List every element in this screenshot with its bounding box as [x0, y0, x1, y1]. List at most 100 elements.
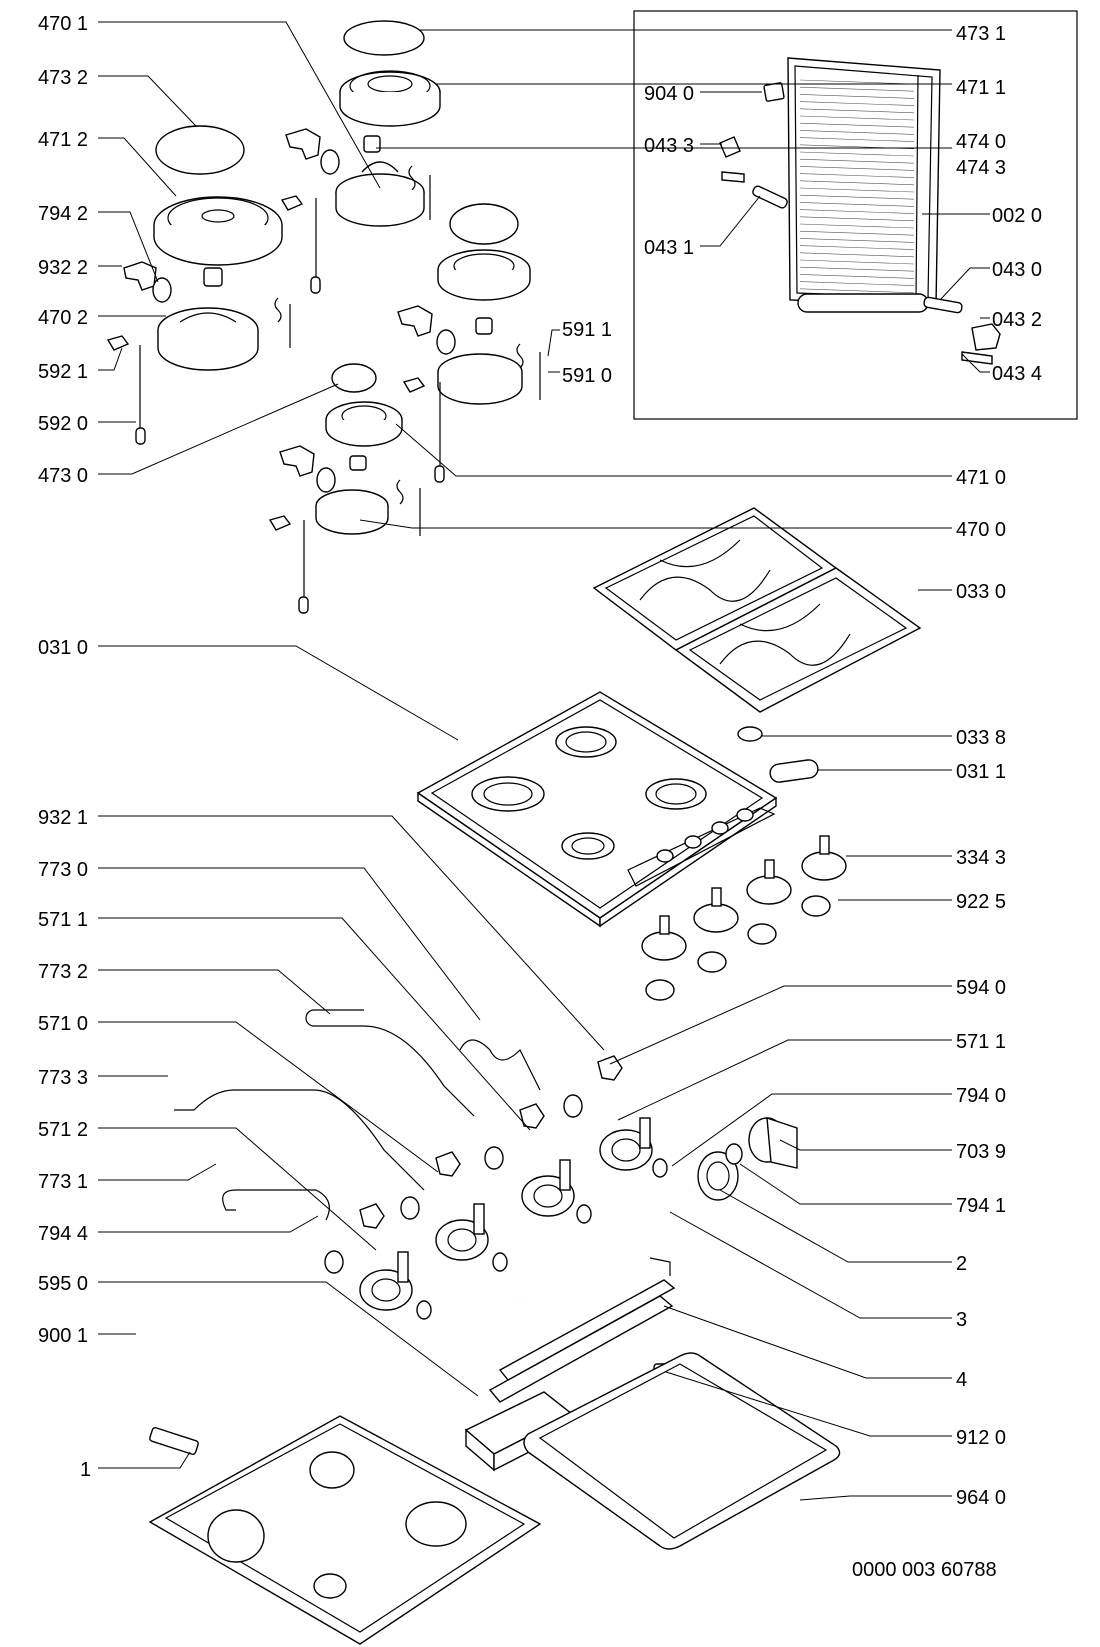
label-3: 3 — [956, 1309, 967, 1331]
seal-gasket — [523, 1352, 841, 1550]
base-tray — [148, 1415, 542, 1645]
lid-hatch-line — [799, 94, 915, 99]
grommet — [737, 726, 763, 742]
label-592-1: 592 1 — [38, 361, 88, 383]
label-471-0: 471 0 — [956, 467, 1006, 489]
clip-left — [123, 261, 157, 291]
lid-hatch-line — [799, 166, 915, 171]
gas-taps — [359, 1117, 653, 1311]
burner-body-right — [437, 353, 523, 405]
electrode-right — [516, 343, 541, 400]
burner-body-bottom — [315, 489, 389, 535]
label-2: 2 — [956, 1253, 967, 1275]
nozzle-top — [363, 135, 381, 153]
lid-hatch-line — [799, 281, 915, 286]
lid-hatch-line — [799, 137, 915, 142]
label-571-0: 571 0 — [38, 1013, 88, 1035]
label-471-2: 471 2 — [38, 129, 88, 151]
tap-seals — [324, 1094, 668, 1320]
clip-right — [397, 305, 433, 337]
lid-hatch-line — [799, 245, 915, 250]
label-592-0: 592 0 — [38, 413, 88, 435]
label-033-0: 033 0 — [956, 581, 1006, 603]
lid-hatch-line — [799, 194, 915, 200]
gas-inlet-elbow — [697, 1116, 798, 1201]
label-043-4: 043 4 — [992, 363, 1042, 385]
label-031-1: 031 1 — [956, 761, 1006, 783]
lid-hatch-line — [799, 151, 915, 157]
label-473-2: 473 2 — [38, 67, 88, 89]
label-043-2: 043 2 — [992, 309, 1042, 331]
hinge-left-drawing — [719, 82, 788, 209]
lid-hatch-line — [799, 158, 915, 164]
label-794-0: 794 0 — [956, 1085, 1006, 1107]
lid-hatch-line — [799, 288, 915, 294]
burner-cap-small-bottom — [331, 363, 377, 393]
nozzle-bottom — [349, 455, 367, 471]
leader-lines — [98, 21, 990, 1501]
label-904-0: 904 0 — [644, 83, 694, 105]
nozzle-right — [475, 317, 493, 335]
label-773-0: 773 0 — [38, 859, 88, 881]
label-794-2: 794 2 — [38, 203, 88, 225]
label-571-1-right: 571 1 — [956, 1031, 1006, 1053]
ring-top — [320, 149, 340, 175]
label-031-0: 031 0 — [38, 637, 88, 659]
burner-body-large — [157, 307, 259, 371]
clip-bottom — [279, 445, 315, 477]
label-922-5: 922 5 — [956, 891, 1006, 913]
label-912-0: 912 0 — [956, 1427, 1006, 1449]
drawing-number: 0000 003 60788 — [852, 1559, 997, 1581]
lid-hatch-line — [799, 209, 915, 214]
burner-head-bottom — [325, 401, 403, 447]
electrode-top — [408, 165, 431, 220]
gas-pipes — [174, 1009, 541, 1221]
ring-left — [152, 277, 172, 303]
label-794-1: 794 1 — [956, 1195, 1006, 1217]
label-932-2: 932 2 — [38, 257, 88, 279]
label-471-1: 471 1 — [956, 77, 1006, 99]
lid-hatch-line — [799, 180, 915, 186]
burner-head-top — [339, 70, 441, 127]
label-703-9: 703 9 — [956, 1141, 1006, 1163]
label-470-0: 470 0 — [956, 519, 1006, 541]
pan-support-grids — [592, 507, 922, 713]
lid-hatch-line — [799, 79, 915, 85]
electrode-left — [274, 297, 291, 348]
label-794-4: 794 4 — [38, 1223, 88, 1245]
label-900-1: 900 1 — [38, 1325, 88, 1347]
label-470-1: 470 1 — [38, 13, 88, 35]
burner-head-right — [437, 249, 531, 301]
burner-body-top — [335, 161, 425, 227]
lid-hatch-line — [799, 173, 915, 178]
label-964-0: 964 0 — [956, 1487, 1006, 1509]
label-473-0: 473 0 — [38, 465, 88, 487]
lid-hatch-line — [799, 223, 915, 229]
label-571-1-left: 571 1 — [38, 909, 88, 931]
label-595-0: 595 0 — [38, 1273, 88, 1295]
lid-hatch-line — [799, 274, 915, 279]
ring-bottom — [316, 467, 336, 493]
lid-hatch-line — [799, 202, 915, 207]
burner-cap-small-top — [343, 20, 425, 56]
lid-hatch-line — [799, 101, 915, 106]
label-571-2: 571 2 — [38, 1119, 88, 1141]
lid-hatch-line — [799, 108, 915, 114]
lid-hatch-line — [799, 115, 915, 121]
label-002-0: 002 0 — [992, 205, 1042, 227]
tap-clips — [359, 1055, 623, 1229]
burner-head-large — [153, 196, 283, 266]
clip-top — [285, 128, 321, 160]
burner-cap-medium-right — [449, 203, 519, 245]
label-473-1: 473 1 — [956, 23, 1006, 45]
label-773-1: 773 1 — [38, 1171, 88, 1193]
manifold-bar — [517, 1185, 693, 1305]
lid-hatch-line — [799, 130, 915, 135]
lid-hatch-line — [799, 86, 915, 92]
label-591-0: 591 0 — [562, 365, 612, 387]
label-334-3: 334 3 — [956, 847, 1006, 869]
label-033-8: 033 8 — [956, 727, 1006, 749]
ignition-rail — [488, 1257, 676, 1403]
nozzle-large — [203, 267, 223, 287]
